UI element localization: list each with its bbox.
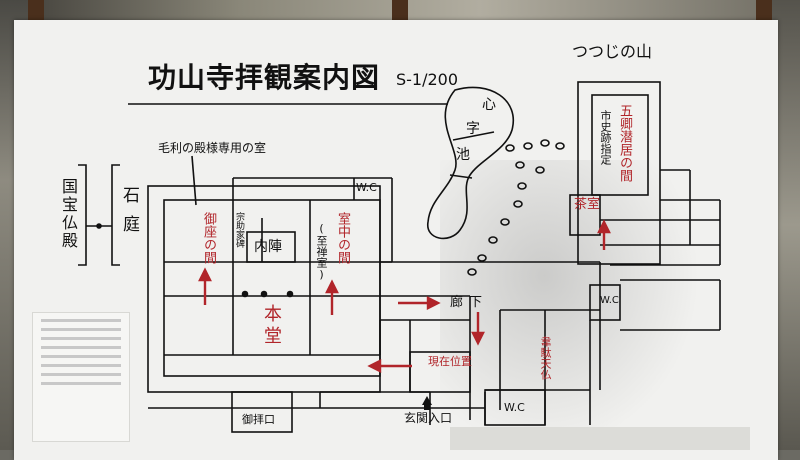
floor-plan-drawing [78, 81, 721, 433]
genzaichi-label: 現在位置 [428, 355, 472, 368]
gohai-label: 御拝口 [242, 413, 275, 426]
idaten-label: 韋駄天仏 [539, 336, 552, 380]
shiseki-label: 市史跡指定 [599, 110, 612, 165]
wooden-beam [392, 0, 408, 26]
pond-char-2: 字 [466, 121, 480, 137]
scale-label: S-1/200 [396, 70, 459, 89]
genkan-label: 玄関入口 [404, 411, 453, 425]
goshou-label: 五卿潜居の間 [617, 104, 632, 182]
lower-plate [450, 427, 750, 450]
pond-char-1: 心 [482, 97, 496, 113]
rouka-label: 廊下 [450, 295, 489, 310]
sekitei-label: 石庭 [119, 186, 139, 244]
goza-label: 御座の間 [201, 212, 216, 264]
map-board [14, 20, 778, 460]
wc-label-3: W.C [504, 401, 525, 414]
map-title: 功山寺拝観案内図 [148, 61, 381, 94]
murochu-label: 室中の間 [335, 212, 350, 264]
chashitsu-label: 茶室 [574, 197, 601, 212]
wooden-beam [28, 0, 44, 26]
naijin-label: 内陣 [254, 239, 282, 255]
wc-label-1: W.C [356, 181, 377, 194]
mori-room-label: 毛利の殿様専用の室 [158, 141, 267, 155]
kokuho-label: 国宝仏殿 [59, 178, 78, 250]
faded-notice-sheet [32, 312, 130, 442]
wooden-beam [756, 0, 772, 26]
wc-label-2: W.C [600, 295, 619, 306]
tsutsuji-label: つつじの山 [572, 42, 653, 61]
pond-char-3: 池 [456, 147, 470, 163]
sosuke-label: 宗助家碑 [234, 212, 244, 248]
zenzen-label: (至禅室) [315, 222, 328, 281]
hondo-label: 本堂 [261, 304, 282, 348]
